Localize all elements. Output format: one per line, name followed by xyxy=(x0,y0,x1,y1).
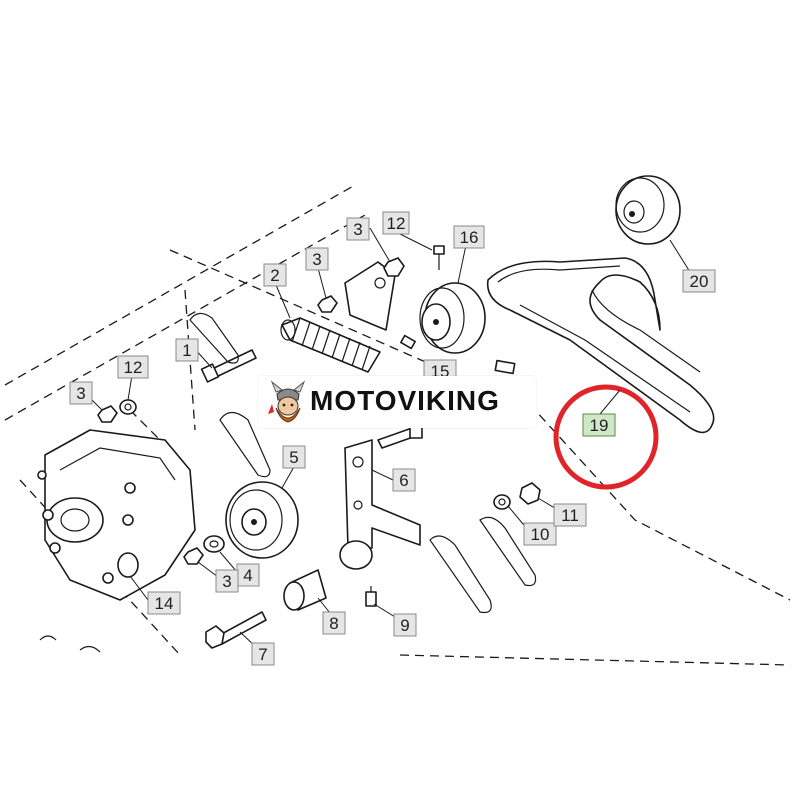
frame-outline xyxy=(4,184,791,666)
callout-14: 14 xyxy=(147,591,181,615)
svg-text:3: 3 xyxy=(353,220,362,239)
gearbox xyxy=(37,429,196,601)
callout-11: 11 xyxy=(553,503,587,527)
watermark-banner: MOTOVIKING xyxy=(258,376,536,428)
watermark-brand-text: MOTOVIKING xyxy=(310,385,500,416)
callout-3-left: 3 xyxy=(69,381,93,405)
nut-3-left xyxy=(97,405,118,423)
svg-text:7: 7 xyxy=(258,645,267,664)
svg-text:19: 19 xyxy=(590,416,609,435)
drive-pulley xyxy=(225,481,299,559)
svg-text:12: 12 xyxy=(124,358,143,377)
svg-text:14: 14 xyxy=(155,594,174,613)
bolt-7 xyxy=(205,611,267,649)
bolt-18 xyxy=(433,245,445,270)
grease-fitting xyxy=(365,586,377,607)
viking-logo-icon xyxy=(268,380,306,423)
v-belt xyxy=(486,257,715,434)
callout-2: 2 xyxy=(263,263,287,287)
svg-text:4: 4 xyxy=(243,566,252,585)
washer-4 xyxy=(203,535,225,553)
nut-3-lower xyxy=(183,547,204,565)
nut-3-upper xyxy=(383,257,405,277)
svg-text:20: 20 xyxy=(690,272,709,291)
callout-3-upper: 3 xyxy=(346,217,370,241)
callout-1: 1 xyxy=(175,338,199,362)
callout-4: 4 xyxy=(236,563,260,587)
svg-text:11: 11 xyxy=(561,506,579,525)
svg-text:2: 2 xyxy=(270,266,279,285)
engine-pulley xyxy=(615,175,681,245)
idler-pulley-upper xyxy=(419,282,486,354)
svg-text:9: 9 xyxy=(400,616,409,635)
washer-10 xyxy=(493,494,511,510)
callout-12: 12 xyxy=(117,355,149,379)
callout-3-lower: 3 xyxy=(215,569,239,593)
svg-text:16: 16 xyxy=(460,228,479,247)
svg-text:3: 3 xyxy=(222,572,231,591)
callout-10: 10 xyxy=(523,522,557,546)
svg-text:3: 3 xyxy=(312,250,321,269)
nut-11 xyxy=(519,482,541,505)
tension-spring xyxy=(280,317,381,373)
callout-9: 9 xyxy=(393,613,417,637)
mounting-bracket xyxy=(339,439,421,570)
bolt-15 xyxy=(400,334,516,375)
svg-text:10: 10 xyxy=(531,525,550,544)
nut-3-mid xyxy=(317,295,338,313)
svg-text:6: 6 xyxy=(399,471,408,490)
svg-text:3: 3 xyxy=(76,384,85,403)
svg-text:12: 12 xyxy=(387,214,406,233)
callout-7: 7 xyxy=(251,642,275,666)
svg-text:8: 8 xyxy=(329,614,338,633)
idler-arm-plate xyxy=(344,261,396,331)
washer-12 xyxy=(119,399,137,415)
callout-20: 20 xyxy=(682,269,716,293)
callout-8: 8 xyxy=(322,611,346,635)
svg-text:5: 5 xyxy=(289,448,298,467)
callout-6: 6 xyxy=(392,468,416,492)
bushing xyxy=(283,569,327,611)
callout-3-mid: 3 xyxy=(305,247,329,271)
highlight-circle xyxy=(553,384,659,490)
callout-16: 16 xyxy=(453,225,485,249)
callout-5: 5 xyxy=(282,445,306,469)
callout-19: 19 xyxy=(582,413,616,437)
svg-text:1: 1 xyxy=(182,341,191,360)
callout-18: 12 xyxy=(382,211,410,235)
frame-slots xyxy=(39,312,537,653)
